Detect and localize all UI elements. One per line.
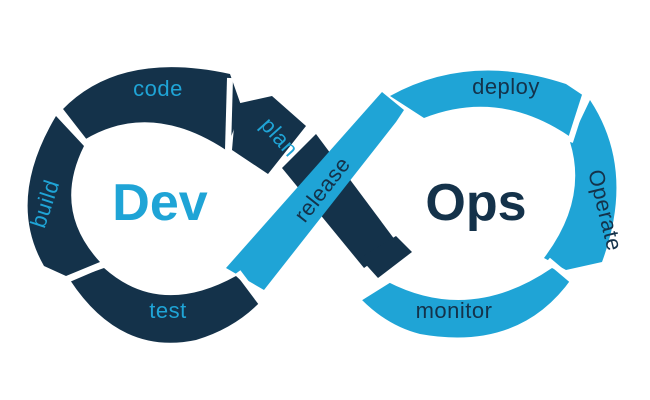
deploy-segment [390, 70, 584, 138]
operate-segment [544, 100, 617, 270]
dev-loop [27, 67, 412, 343]
ops-loop [226, 70, 617, 338]
label-monitor: monitor [416, 298, 493, 323]
label-code: code [133, 76, 183, 101]
dark-cross-band [282, 134, 398, 268]
label-test: test [149, 298, 186, 323]
title-dev: Dev [112, 174, 207, 232]
label-deploy: deploy [472, 74, 540, 99]
title-ops: Ops [425, 174, 526, 232]
release-segment [226, 92, 404, 290]
build-segment [27, 116, 100, 276]
plan-segment [232, 96, 306, 174]
code-segment [62, 67, 242, 150]
monitor-segment [362, 268, 572, 338]
dark-cross-tail [360, 236, 412, 278]
test-segment [70, 268, 262, 343]
segment-dividers [57, 77, 589, 306]
